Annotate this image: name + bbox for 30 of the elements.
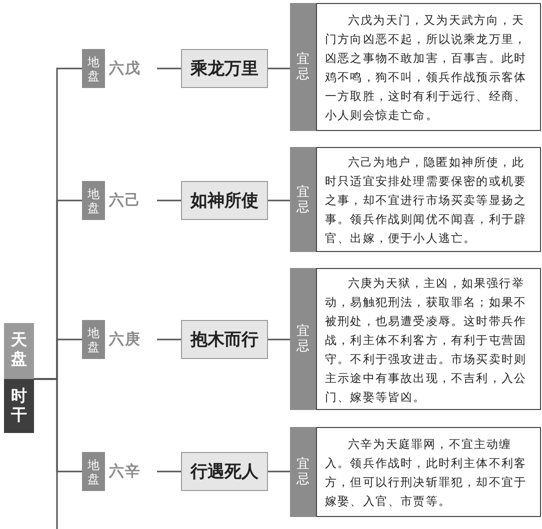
stem-text: 六戊 [109,49,157,88]
connector-line [157,338,181,340]
title-box: 乘龙万里 [181,49,268,88]
connector-line [268,338,290,340]
connector-line [268,200,290,202]
description-text: 六庚为天狱，主凶，如果强行举动，易触犯刑法，获取罪名；如果不被刑处，也易遭受凌辱。这时带兵作战，利主体不利客方，有利于屯营固守。不利于强攻进击。市场买卖时则主示途中有事故出现，不吉利，入公门、嫁娶等皆凶。 [316,268,541,410]
dark-label: 时干 [4,379,34,433]
connector-line [157,470,181,472]
stem-text: 六己 [109,181,157,220]
label-box: 地盘 [82,49,105,88]
stem-text: 六庚 [109,320,157,359]
connector-line [157,200,181,202]
connector-line [268,470,290,472]
description-text: 六戊为天门，又为天武方向，天门方向凶恶不起，所以说乘龙万里，凶恶之事物不敢加害，百事吉。此时鸡不鸣，狗不叫，领兵作战预示客体一方取胜，这时有利于远行、经商、小人则会惊走亡命。 [316,3,541,131]
label-box: 地盘 [82,181,105,220]
title-box: 抱木而行 [181,320,268,359]
header-label: 天盘 [4,323,34,379]
description-text: 六辛为天庭罪网，不宜主动缠入。领兵作战时，此时利主体不利客方，但可以行刑决斩罪犯，却不宜于嫁娶、入官、市贾等。 [316,427,541,517]
label-band: 宜忌 [290,3,316,131]
connector-line [157,68,181,70]
label-box: 地盘 [82,452,105,491]
title-box: 如神所使 [181,181,268,220]
connector-line [268,68,290,70]
title-box: 行遇死人 [181,452,268,491]
stem-text: 六辛 [109,452,157,491]
label-band: 宜忌 [290,147,316,252]
description-text: 六己为地户，隐匿如神所使，此时只适宜安排处理需要保密的或机要之事，却不宜进行市场买卖等显扬之事。领兵作战则闻优不闻喜，利于辟官、出嫁，便于小人逃亡。 [316,147,541,252]
label-band: 宜忌 [290,427,316,517]
label-band: 宜忌 [290,268,316,410]
label-box: 地盘 [82,320,105,359]
